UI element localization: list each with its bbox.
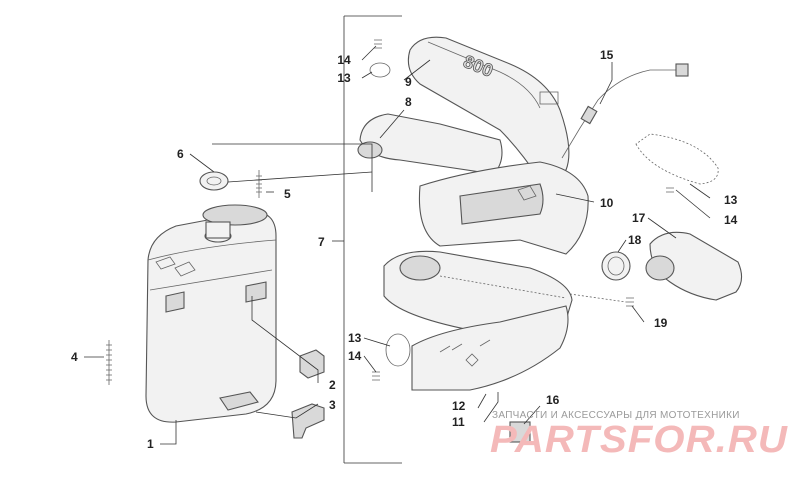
callout-17: 17 bbox=[632, 211, 646, 225]
exhaust-flange-17 bbox=[645, 231, 743, 301]
callout-13b: 13 bbox=[348, 331, 362, 345]
callout-1: 1 bbox=[147, 437, 154, 451]
lower-shield-11-12 bbox=[411, 305, 569, 391]
leader-lines bbox=[84, 45, 711, 445]
watermark: ЗАПЧАСТИ И АКСЕССУАРЫ ДЛЯ МОТОТЕХНИКИ PA… bbox=[490, 410, 789, 461]
callout-11: 11 bbox=[452, 415, 465, 429]
callout-16: 16 bbox=[546, 393, 560, 407]
callout-12: 12 bbox=[452, 399, 466, 413]
callout-14b: 14 bbox=[348, 349, 362, 363]
callout-labels: 1 2 3 4 5 6 7 8 9 10 11 12 13 14 13 14 1… bbox=[71, 48, 738, 451]
rubber-hanger-2 bbox=[299, 349, 325, 379]
watermark-tagline: ЗАПЧАСТИ И АКСЕССУАРЫ ДЛЯ МОТОТЕХНИКИ bbox=[492, 410, 740, 421]
callout-10: 10 bbox=[600, 196, 614, 210]
exhaust-manifold-body bbox=[383, 250, 573, 331]
clip-16 bbox=[509, 421, 531, 443]
callout-8: 8 bbox=[405, 95, 412, 109]
callout-13c: 13 bbox=[724, 193, 738, 207]
callout-15: 15 bbox=[600, 48, 614, 62]
exhaust-sensor-15 bbox=[561, 63, 689, 159]
clamp-spring-upper bbox=[369, 39, 391, 78]
callout-6: 6 bbox=[177, 147, 184, 161]
callout-3: 3 bbox=[329, 398, 336, 412]
stinger-8 bbox=[357, 113, 503, 175]
spring-19 bbox=[569, 293, 634, 307]
callout-7: 7 bbox=[318, 235, 325, 249]
grommet-6 bbox=[199, 171, 229, 191]
heat-shield-10 bbox=[418, 161, 589, 255]
muffler-can bbox=[145, 204, 277, 423]
callout-19: 19 bbox=[654, 316, 668, 330]
callout-9: 9 bbox=[405, 75, 412, 89]
callout-14a: 14 bbox=[337, 53, 351, 67]
spring-4 bbox=[106, 340, 112, 385]
clamp-spring-lower bbox=[372, 333, 411, 381]
group-bracket-7 bbox=[332, 15, 402, 464]
callout-13a: 13 bbox=[337, 71, 351, 85]
band-clamp-right bbox=[635, 133, 719, 193]
spring-5 bbox=[256, 170, 262, 198]
rubber-hanger-3 bbox=[291, 403, 325, 439]
callout-14c: 14 bbox=[724, 213, 738, 227]
callout-4: 4 bbox=[71, 350, 78, 364]
expansion-chamber-9: 800 bbox=[407, 36, 570, 181]
callout-5: 5 bbox=[284, 187, 291, 201]
callout-2: 2 bbox=[329, 378, 336, 392]
watermark-logo: PARTSFOR.RU bbox=[490, 419, 789, 461]
gasket-ring-18 bbox=[601, 251, 631, 281]
callout-18: 18 bbox=[628, 233, 642, 247]
